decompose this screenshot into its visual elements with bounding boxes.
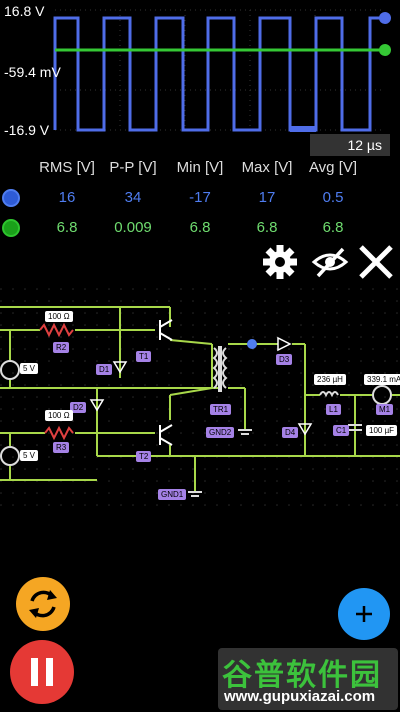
refresh-button[interactable] (16, 577, 70, 631)
t2-name-label[interactable]: T2 (136, 451, 152, 462)
diode-d3-symbol[interactable] (277, 336, 292, 352)
header-pp: P-P [V] (109, 159, 157, 176)
diode-d2-symbol[interactable] (89, 399, 105, 412)
measurement-row-current[interactable]: 6.8 0.009 6.8 6.8 6.8 (0, 215, 400, 241)
inductor-l1-symbol[interactable] (319, 391, 339, 398)
tr1-name-label[interactable]: TR1 (210, 404, 232, 415)
l1-value-label[interactable]: 236 µH (314, 374, 346, 385)
voltage-series-marker[interactable] (2, 189, 20, 207)
pause-icon (31, 658, 53, 686)
circuit-canvas[interactable] (0, 285, 400, 515)
m1-value-label[interactable]: 339.1 mA (364, 374, 400, 385)
voltage-max-label: 16.8 V (4, 3, 45, 19)
voltage-mid-label: -59.4 mV (4, 64, 61, 80)
t1-name-label[interactable]: T1 (136, 351, 152, 362)
oscilloscope-graph (53, 9, 391, 132)
r2-name-label[interactable]: R2 (53, 342, 70, 353)
header-min: Min [V] (176, 159, 224, 176)
close-icon (359, 245, 393, 279)
ground-gnd1-symbol (188, 491, 202, 497)
c1-value-label[interactable]: 100 µF (366, 425, 398, 436)
header-max: Max [V] (241, 159, 293, 176)
current-series-marker[interactable] (2, 219, 20, 237)
d1-name-label[interactable]: D1 (96, 364, 113, 375)
probe-point[interactable] (247, 339, 257, 349)
diode-d4-symbol[interactable] (297, 423, 313, 436)
ground-gnd2-symbol (238, 429, 252, 435)
r2-value-label[interactable]: 100 Ω (45, 311, 73, 322)
measurement-table: RMS [V] P-P [V] Min [V] Max [V] Avg [V] … (0, 155, 400, 245)
voltage-min-label: -16.9 V (4, 122, 50, 138)
transistor-t2-symbol[interactable] (159, 424, 173, 446)
voltage-min: -17 (189, 189, 211, 206)
header-rms: RMS [V] (39, 159, 95, 176)
voltage-trace-handle[interactable] (379, 12, 391, 24)
current-pp: 0.009 (114, 219, 152, 236)
current-rms: 6.8 (56, 219, 78, 236)
transformer-tr1-symbol[interactable] (212, 346, 228, 392)
resistor-r2-symbol[interactable] (39, 322, 74, 338)
measurement-row-voltage[interactable]: 16 34 -17 17 0.5 (0, 185, 400, 211)
capacitor-c1-symbol[interactable] (348, 424, 362, 431)
watermark: 谷普软件园 www.gupuxiazai.com (218, 648, 398, 710)
settings-button[interactable] (260, 244, 300, 280)
r3-value-label[interactable]: 100 Ω (45, 410, 73, 421)
header-avg: Avg [V] (308, 159, 358, 176)
time-scale-label: 12 µs (310, 134, 390, 156)
gear-icon (263, 245, 297, 279)
r3-name-label[interactable]: R3 (53, 442, 70, 453)
v1-value-label[interactable]: 5 V (20, 363, 39, 374)
voltage-source-v2[interactable] (0, 446, 20, 466)
voltage-max: 17 (258, 189, 276, 206)
voltage-source-v1[interactable] (0, 360, 20, 380)
watermark-title: 谷普软件园 (222, 659, 382, 692)
voltage-avg: 0.5 (322, 189, 344, 206)
transistor-t1-symbol[interactable] (159, 319, 173, 341)
voltage-trace (53, 16, 385, 132)
d4-name-label[interactable]: D4 (282, 427, 299, 438)
l1-name-label[interactable]: L1 (326, 404, 341, 415)
diode-d1-symbol[interactable] (112, 361, 128, 374)
v2-value-label[interactable]: 5 V (20, 450, 39, 461)
measurement-header-row: RMS [V] P-P [V] Min [V] Max [V] Avg [V] (0, 155, 400, 181)
gnd1-name-label[interactable]: GND1 (158, 489, 187, 500)
watermark-url: www.gupuxiazai.com (224, 688, 376, 705)
oscilloscope-panel[interactable]: 16.8 V -59.4 mV -16.9 V 12 µs (0, 0, 400, 160)
d2-name-label[interactable]: D2 (70, 402, 87, 413)
eye-off-icon (311, 247, 349, 278)
voltage-pp: 34 (124, 189, 142, 206)
pause-button[interactable] (10, 640, 74, 704)
c1-name-label[interactable]: C1 (333, 425, 350, 436)
resistor-r3-symbol[interactable] (44, 425, 74, 441)
voltage-rms: 16 (58, 189, 76, 206)
current-min: 6.8 (189, 219, 211, 236)
current-avg: 6.8 (322, 219, 344, 236)
m1-name-label[interactable]: M1 (376, 404, 394, 415)
current-max: 6.8 (256, 219, 278, 236)
add-component-button[interactable] (338, 588, 390, 640)
d3-name-label[interactable]: D3 (276, 354, 293, 365)
current-trace-handle[interactable] (379, 44, 391, 56)
hide-button[interactable] (310, 244, 350, 280)
plus-icon (356, 606, 372, 622)
gnd2-name-label[interactable]: GND2 (206, 427, 235, 438)
sync-icon (29, 590, 57, 618)
close-button[interactable] (356, 244, 396, 280)
